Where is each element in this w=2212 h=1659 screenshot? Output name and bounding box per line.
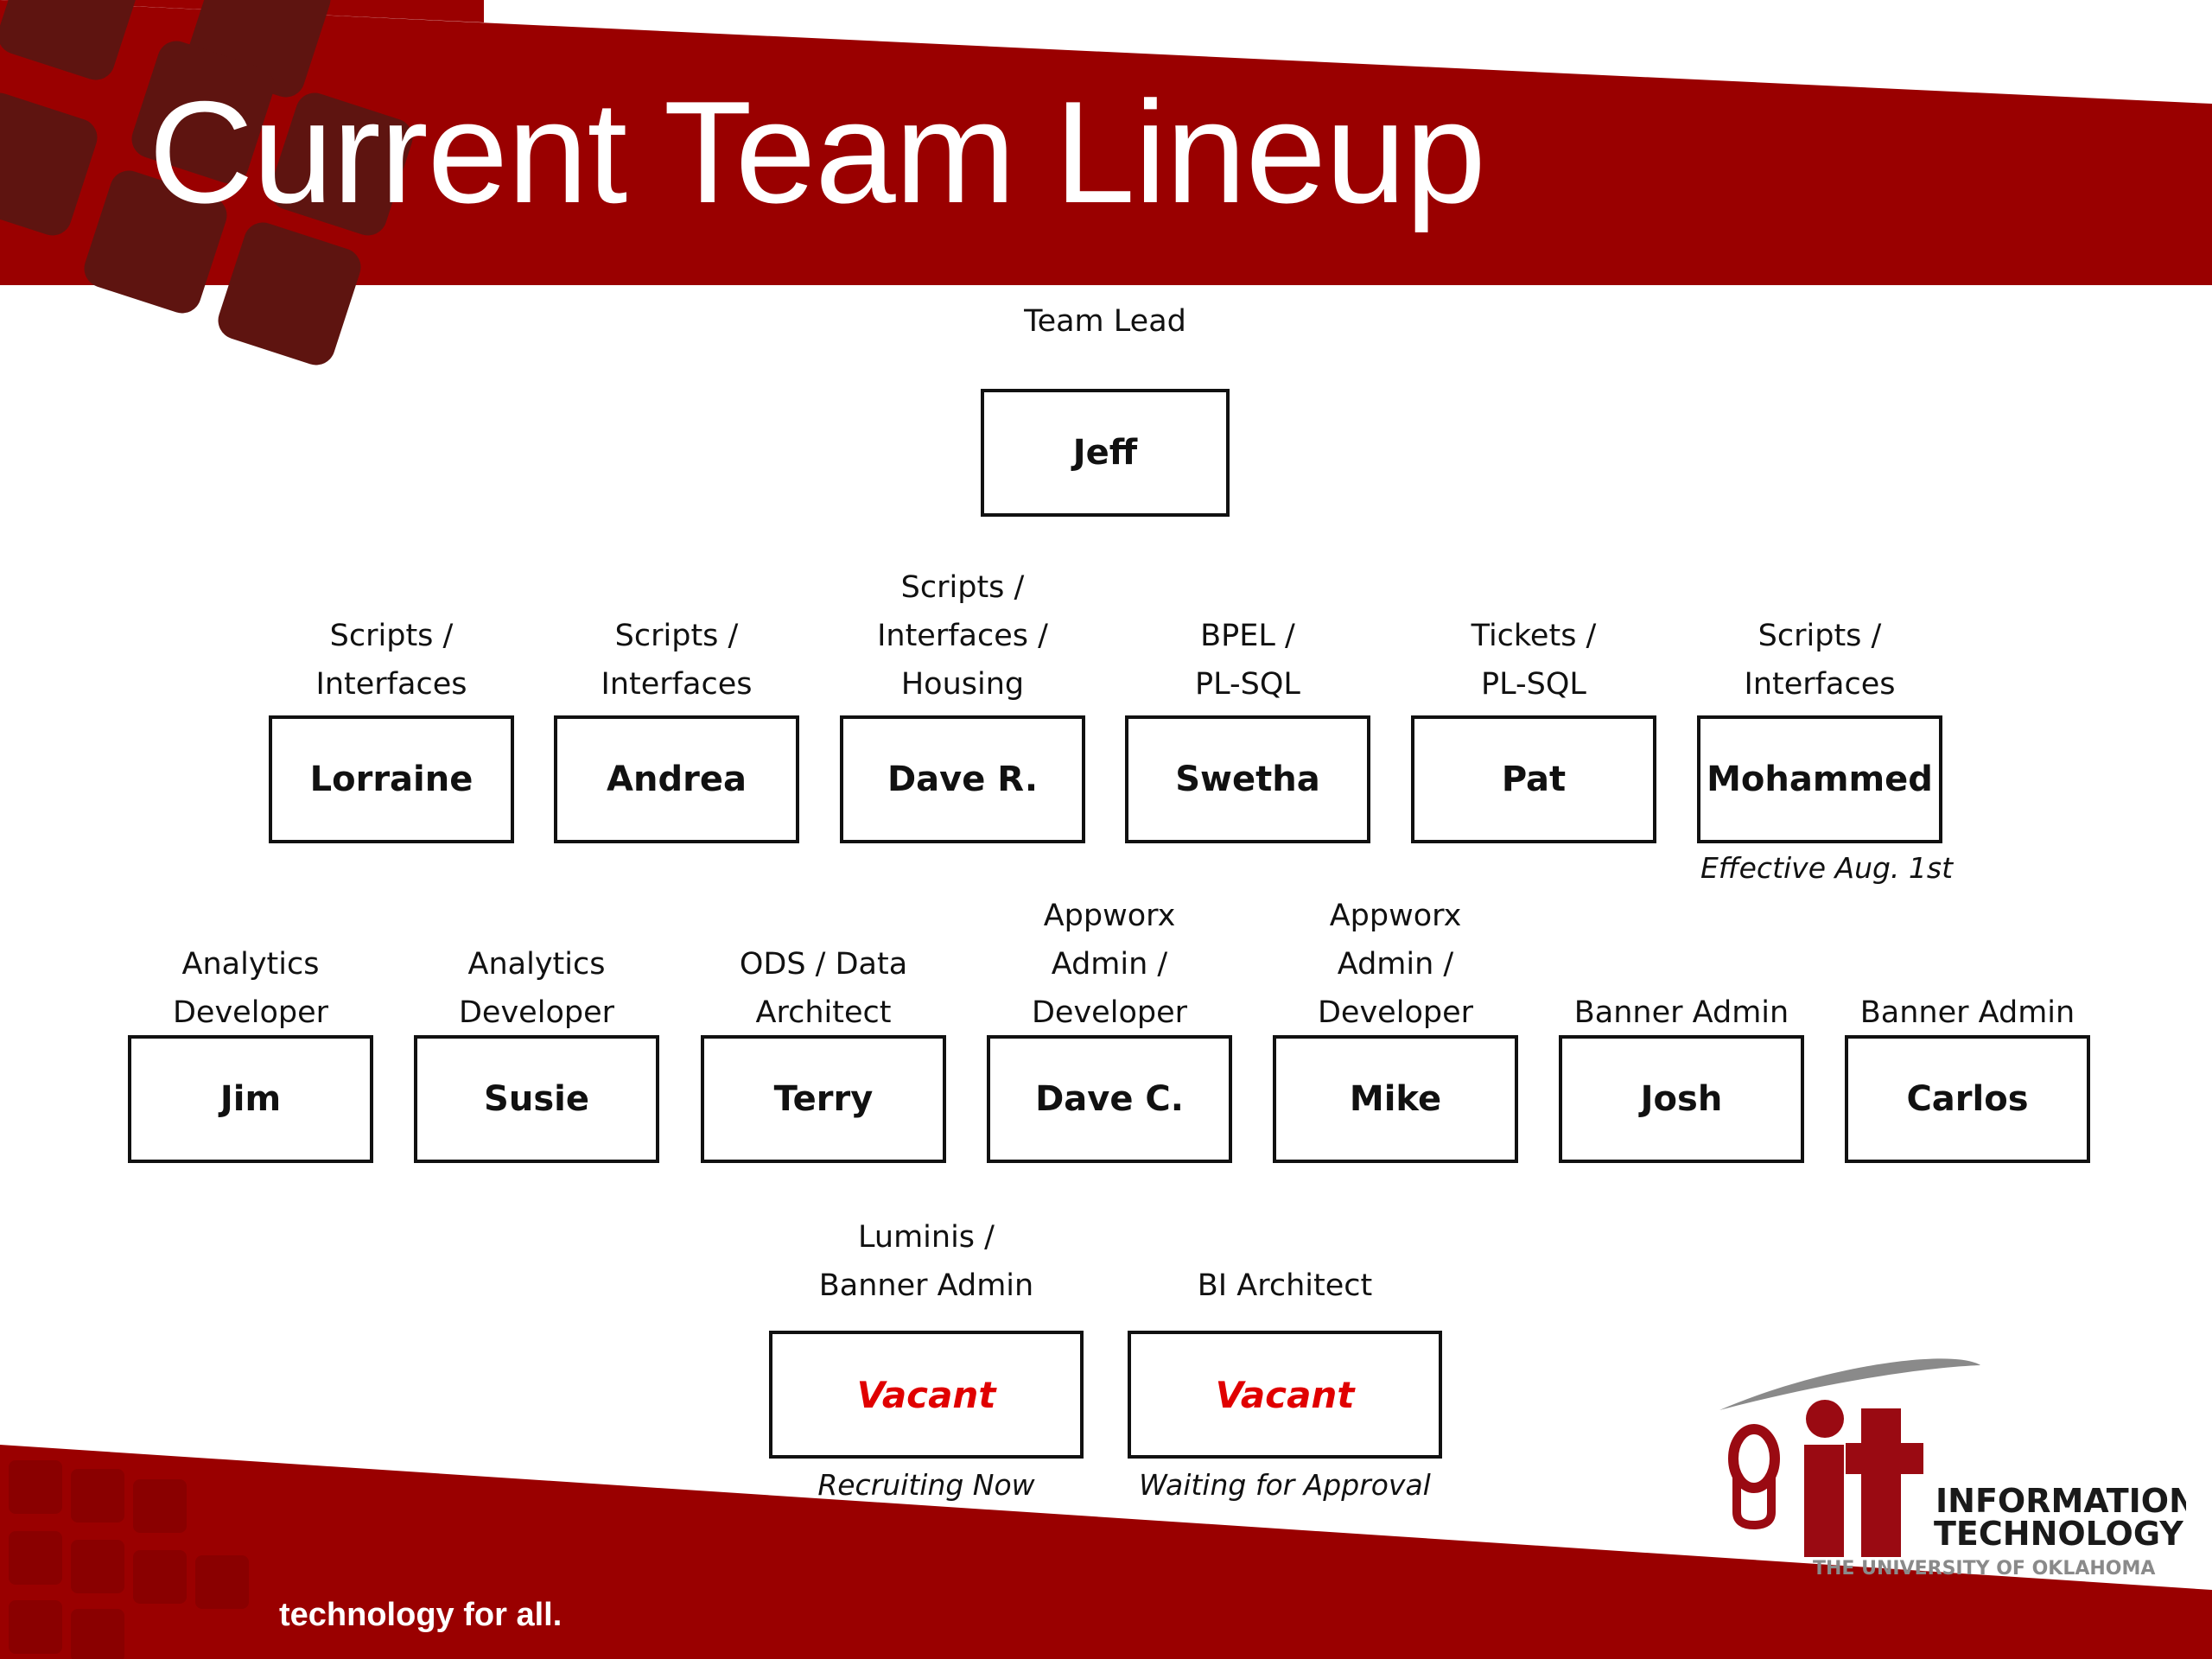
member-box-jeff: Jeff [981,389,1230,517]
role-line: ODS / Data [739,947,908,982]
member-name: Terry [773,1079,874,1119]
member-box-terry: Terry [701,1035,946,1163]
footer-squares-decoration [9,1460,249,1659]
member-name: Josh [1640,1079,1723,1119]
role-label-dave-r: Scripts / Interfaces / Housing [790,563,1135,709]
slide-title: Current Team Lineup [149,71,1486,233]
vacant-label: Vacant [856,1373,996,1416]
member-box-pat: Pat [1411,715,1656,843]
role-line: Admin / [1051,947,1168,982]
member-name: Jeff [1072,433,1138,473]
member-box-swetha: Swetha [1125,715,1370,843]
role-label-lorraine: Scripts / Interfaces [219,612,564,709]
role-line: BI Architect [1197,1268,1373,1303]
role-label-andrea: Scripts / Interfaces [504,612,849,709]
role-line: Scripts / [900,570,1025,605]
role-line: Appworx [1329,899,1462,933]
role-line: Scripts / [1758,619,1882,653]
role-line: Banner Admin [1573,995,1789,1030]
vacant-label: Vacant [1215,1373,1355,1416]
member-box-lorraine: Lorraine [269,715,514,843]
role-line: Architect [755,995,892,1030]
logo-swoosh-icon [1719,1358,1980,1410]
role-line: PL-SQL [1195,667,1300,702]
footer-band [0,1445,2212,1659]
member-box-dave-r: Dave R. [840,715,1085,843]
member-name: Carlos [1906,1079,2029,1119]
logo-line1: INFORMATION [1936,1482,2186,1520]
role-line: Developer [172,995,328,1030]
role-line: Developer [458,995,614,1030]
member-box-dave-c: Dave C. [987,1035,1232,1163]
status-note-vacant-2: Waiting for Approval [1139,1468,1431,1502]
role-line: Admin / [1337,947,1454,982]
role-label-vacant-1: Luminis / Banner Admin [753,1213,1099,1310]
role-line: Banner Admin [1859,995,2075,1030]
role-label-vacant-2: BI Architect [1112,1262,1458,1310]
member-name: Jim [219,1079,282,1119]
member-box-susie: Susie [414,1035,659,1163]
role-line: Developer [1317,995,1473,1030]
member-box-mike: Mike [1273,1035,1518,1163]
member-name: Andrea [607,760,747,799]
role-line: Interfaces / [877,619,1048,653]
member-name: Mohammed [1707,760,1933,799]
status-note-vacant-1: Recruiting Now [817,1468,1035,1502]
logo-line3: THE UNIVERSITY OF OKLAHOMA [1813,1558,2155,1580]
member-box-andrea: Andrea [554,715,799,843]
header-squares-decoration [0,0,413,365]
footer-tagline: technology for all. [279,1597,563,1633]
role-line: Scripts / [329,619,454,653]
header-band [0,0,2212,285]
logo-line2: TECHNOLOGY [1934,1515,2183,1553]
role-line: Interfaces [1744,667,1896,702]
role-line: Scripts / [614,619,739,653]
role-line: BPEL / [1200,619,1295,653]
role-line: Developer [1031,995,1187,1030]
status-note-mohammed: Effective Aug. 1st [1700,851,1954,885]
role-line: Analytics [181,947,320,982]
member-name: Dave R. [887,760,1039,799]
member-box-vacant-2: Vacant [1128,1331,1442,1459]
member-box-jim: Jim [128,1035,373,1163]
ou-it-logo: INFORMATION TECHNOLOGY THE UNIVERSITY OF… [1719,1358,2186,1580]
role-line: PL-SQL [1481,667,1586,702]
member-box-vacant-1: Vacant [769,1331,1084,1459]
member-name: Swetha [1175,760,1320,799]
role-line: Team Lead [1024,304,1186,339]
member-box-mohammed: Mohammed [1697,715,1942,843]
role-line: Analytics [467,947,606,982]
member-name: Pat [1501,760,1567,799]
role-label-swetha: BPEL / PL-SQL [1075,612,1421,709]
role-label-team-lead: Team Lead [932,297,1278,346]
member-name: Lorraine [309,760,474,799]
ou-monogram-icon [1728,1424,1780,1530]
member-box-carlos: Carlos [1845,1035,2090,1163]
role-label-pat: Tickets / PL-SQL [1361,612,1707,709]
role-line: Interfaces [601,667,753,702]
member-name: Mike [1349,1079,1442,1119]
member-box-josh: Josh [1559,1035,1804,1163]
role-label-mohammed: Scripts / Interfaces [1647,612,1993,709]
it-mark-icon [1804,1400,1923,1557]
role-line: Housing [900,667,1025,702]
role-line: Tickets / [1471,619,1597,653]
role-label-josh: Banner Admin [1509,988,1854,1037]
role-line: Appworx [1043,899,1176,933]
member-name: Dave C. [1035,1079,1184,1119]
role-line: Banner Admin [818,1268,1034,1303]
role-line: Luminis / [858,1220,995,1255]
role-label-carlos: Banner Admin [1795,988,2140,1037]
role-line: Interfaces [315,667,467,702]
member-name: Susie [484,1079,589,1119]
